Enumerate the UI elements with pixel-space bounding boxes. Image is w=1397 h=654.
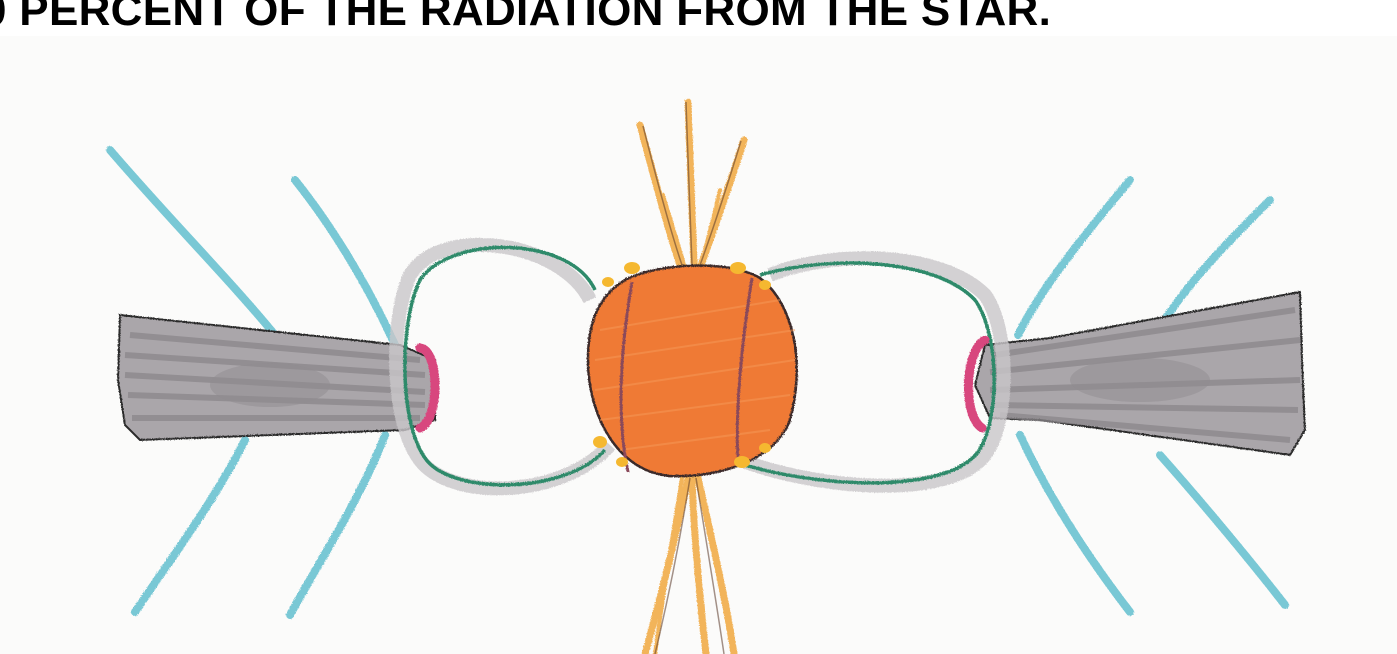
caption-header: 0 PERCENT OF THE RADIATION FROM THE STAR… bbox=[0, 0, 1397, 36]
polar-jet-top bbox=[640, 102, 744, 268]
caption-text: 0 PERCENT OF THE RADIATION FROM THE STAR… bbox=[0, 0, 1051, 36]
star-illustration bbox=[0, 36, 1397, 654]
illustration-canvas bbox=[0, 36, 1397, 654]
